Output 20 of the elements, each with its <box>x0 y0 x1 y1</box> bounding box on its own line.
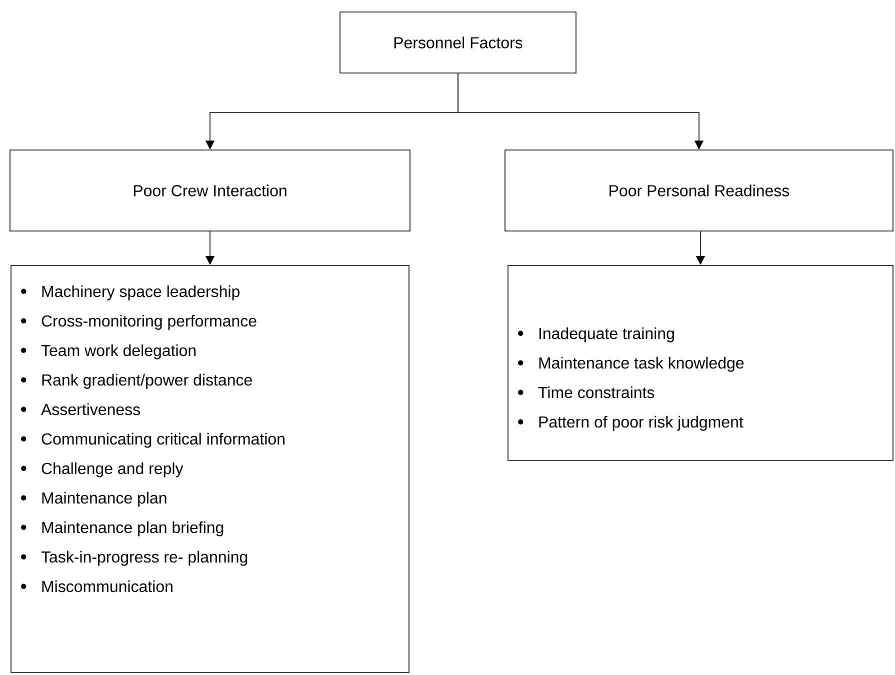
bullet-item: Miscommunication <box>42 580 172 592</box>
list-box <box>10 265 410 673</box>
bullet-item: Assertiveness <box>41 403 140 416</box>
bullet-item: Maintenance task knowledge <box>539 356 744 372</box>
bullet-item: Communicating critical information <box>42 432 284 448</box>
bullet-item: Challenge and reply <box>42 462 184 478</box>
bullet-item: Maintenance plan <box>42 492 166 507</box>
bullet-item: Time constraints <box>538 386 654 398</box>
list-box <box>508 265 894 461</box>
bullet-item: Rank gradient/power distance <box>42 374 252 389</box>
category-box: Poor Crew Interaction <box>10 150 410 232</box>
bullet-item: Inadequate training <box>539 327 674 342</box>
category-box: Personnel Factors <box>340 12 576 74</box>
category-box: Poor Personal Readiness <box>504 150 894 232</box>
bullet-item: Maintenance plan briefing <box>42 521 224 536</box>
bullet-item: Pattern of poor risk judgment <box>539 416 744 431</box>
bullet-item: Machinery space leadership <box>42 285 240 300</box>
bullet-item: Task-in-progress re- planning <box>41 550 248 566</box>
bullet-item: Cross-monitoring performance <box>42 314 256 330</box>
bullet-item: Team work delegation <box>41 344 196 360</box>
